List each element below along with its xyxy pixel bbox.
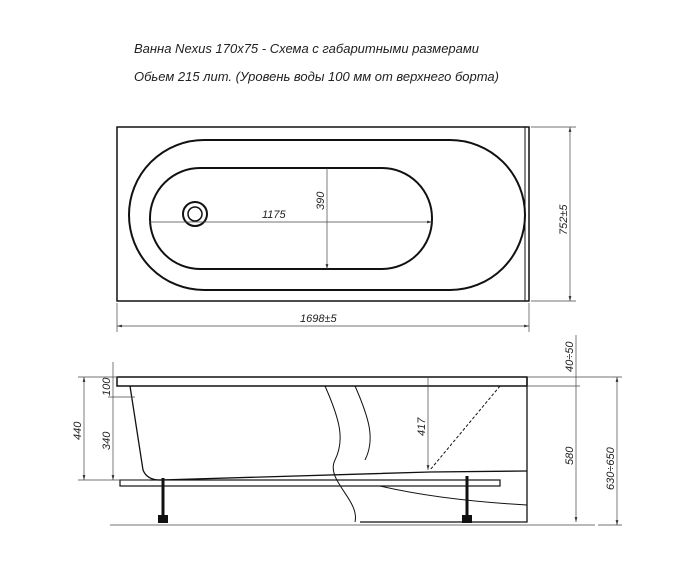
side-view: 440 100 340 417 40÷50 580 630÷650: [72, 335, 622, 526]
outer-rim: [116, 126, 530, 302]
frame: [119, 479, 501, 487]
water-gap-label: 100: [101, 377, 113, 396]
leg-right: [462, 476, 472, 523]
volume-note: Обьем 215 лит. (Уровень воды 100 мм от в…: [134, 69, 499, 84]
leg-left: [158, 478, 168, 523]
total-height-label: 630÷650: [605, 446, 617, 490]
length-label: 1698±5: [300, 313, 338, 325]
inner-length-label: 1175: [262, 209, 287, 221]
panel-height-label: 580: [564, 446, 576, 465]
drain-icon: [182, 201, 208, 227]
width-label: 752±5: [558, 204, 570, 235]
drawing-title: Ванна Nexus 170x75 - Схема с габаритными…: [134, 41, 480, 56]
center-depth-label: 417: [416, 417, 428, 436]
leg-adjust-label: 40÷50: [564, 341, 576, 372]
outer-bowl: [128, 139, 526, 291]
top-view: 1175 390 1698±5 752±5: [116, 126, 576, 332]
rim: [116, 376, 528, 387]
total-depth-label: 440: [72, 421, 84, 440]
water-depth-label: 340: [101, 431, 113, 450]
inner-bowl: [149, 167, 433, 270]
inner-width-label: 390: [315, 191, 327, 210]
